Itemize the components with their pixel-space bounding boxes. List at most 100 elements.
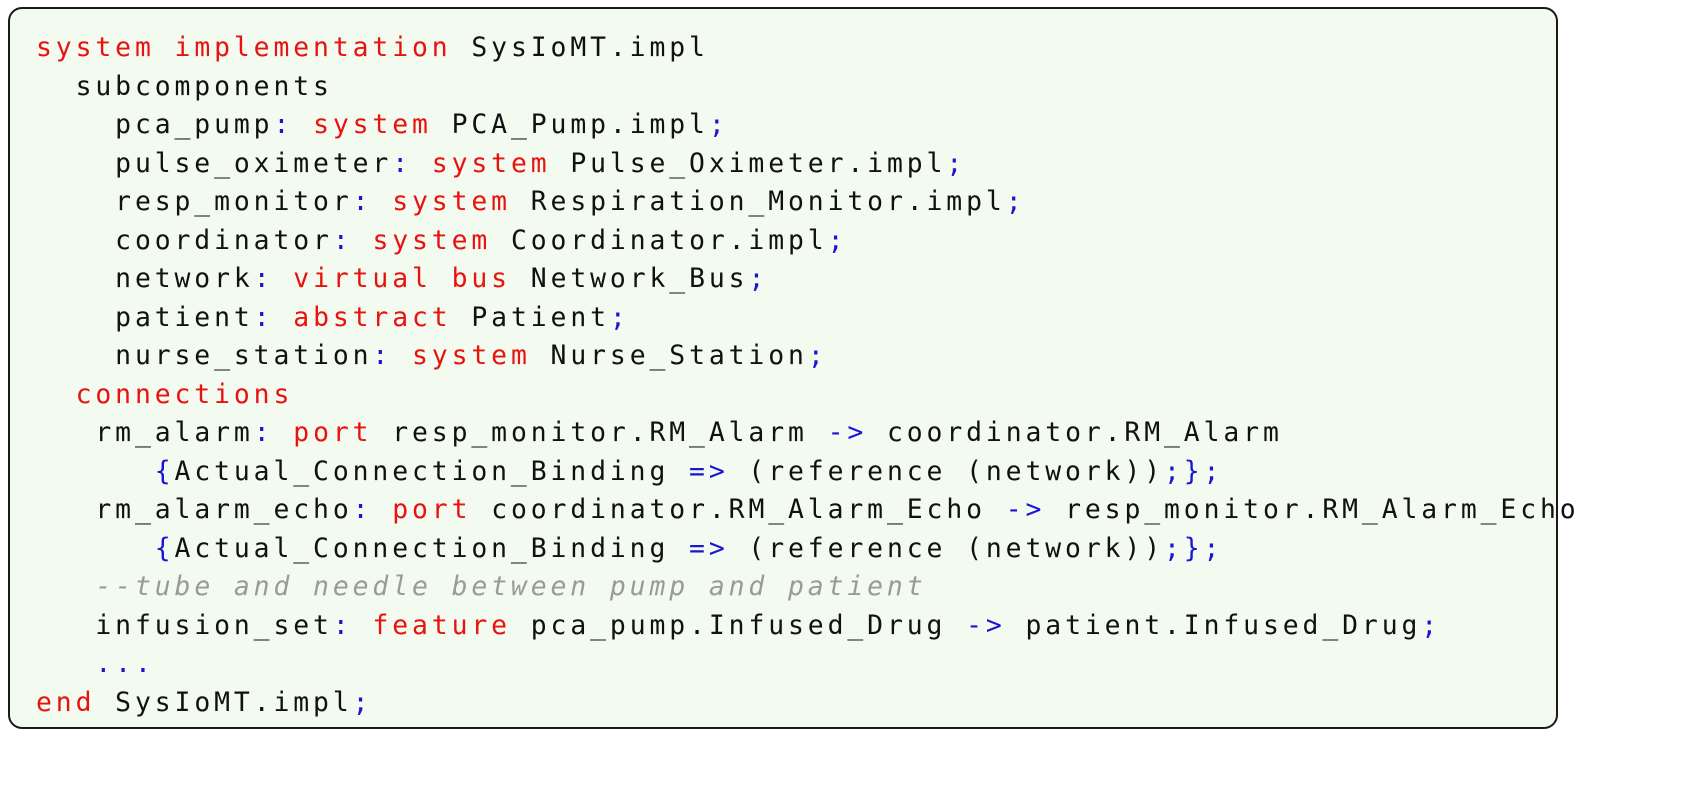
indent [36, 417, 95, 448]
whitespace-token [669, 533, 689, 564]
punctuation-token: ; [1421, 609, 1442, 641]
identifier-token: (reference (network)) [748, 455, 1164, 487]
indent [36, 379, 76, 410]
whitespace-token [353, 225, 373, 256]
indent [36, 71, 76, 102]
code-line: --tube and needle between pump and patie… [36, 568, 1580, 607]
punctuation-token: ;}; [1163, 532, 1224, 564]
whitespace-token [432, 109, 452, 140]
whitespace-token [808, 417, 828, 448]
code-line: coordinator: system Coordinator.impl; [36, 222, 1580, 261]
identifier-token: coordinator.RM_Alarm [886, 417, 1283, 448]
code-line: patient: abstract Patient; [36, 299, 1580, 338]
identifier-token: rm_alarm [95, 417, 254, 448]
identifier-token: coordinator [115, 224, 333, 256]
code-line: end SysIoMT.impl; [36, 684, 1580, 723]
punctuation-token: ;}; [1163, 455, 1224, 487]
punctuation-token: : [332, 609, 353, 641]
whitespace-token [412, 148, 432, 179]
identifier-token: patient [115, 301, 254, 333]
punctuation-token: ; [748, 263, 769, 294]
whitespace-token [729, 456, 749, 487]
indent [36, 148, 115, 179]
whitespace-token [511, 263, 531, 294]
punctuation-token: -> [1005, 494, 1046, 525]
code-line: infusion_set: feature pca_pump.Infused_D… [36, 607, 1580, 646]
code-listing: system implementation SysIoMT.impl subco… [36, 29, 1580, 722]
whitespace-token [471, 494, 491, 525]
whitespace-token [986, 494, 1006, 525]
whitespace-token [1045, 494, 1065, 525]
whitespace-token [669, 456, 689, 487]
code-line: pulse_oximeter: system Pulse_Oximeter.im… [36, 145, 1580, 184]
code-line: nurse_station: system Nurse_Station; [36, 337, 1580, 376]
keyword-token: system [313, 109, 432, 140]
whitespace-token [452, 302, 472, 333]
keyword-token: system [412, 340, 531, 371]
whitespace-token [353, 610, 373, 641]
identifier-token: resp_monitor.RM_Alarm_Echo [1065, 494, 1580, 525]
whitespace-token [273, 417, 293, 448]
keyword-token: end [36, 686, 96, 718]
code-line: {Actual_Connection_Binding => (reference… [36, 453, 1580, 492]
punctuation-token: => [689, 532, 729, 564]
indent [36, 456, 155, 487]
indent [36, 302, 115, 333]
identifier-token: (reference (network)) [748, 532, 1164, 564]
identifier-token: resp_monitor [115, 186, 353, 217]
indent [36, 571, 95, 602]
indent [36, 225, 115, 256]
punctuation-token: ; [1005, 186, 1026, 217]
keyword-token: system [372, 224, 492, 256]
whitespace-token [491, 225, 511, 256]
whitespace-token [452, 32, 472, 63]
whitespace-token [511, 610, 531, 641]
identifier-token: SysIoMT.impl [471, 32, 709, 63]
punctuation-token: ; [946, 147, 967, 179]
whitespace-token [867, 417, 887, 448]
keyword-token: system [392, 186, 511, 217]
identifier-token: nurse_station [115, 340, 373, 371]
identifier-token: network [115, 263, 254, 294]
identifier-token: Actual_Connection_Binding [174, 455, 670, 487]
whitespace-token [372, 494, 392, 525]
whitespace-token [372, 186, 392, 217]
whitespace-token [392, 340, 412, 371]
keyword-token: bus [451, 263, 511, 294]
identifier-token: coordinator.RM_Alarm_Echo [491, 494, 986, 525]
punctuation-token: -> [966, 609, 1006, 641]
identifier-token: pca_pump.Infused_Drug [530, 609, 947, 641]
punctuation-token: => [689, 455, 729, 487]
indent [36, 186, 115, 217]
indent [36, 533, 155, 564]
whitespace-token [511, 186, 531, 217]
keyword-token: feature [372, 609, 511, 641]
whitespace-token [1006, 610, 1026, 641]
code-line: network: virtual bus Network_Bus; [36, 260, 1580, 299]
identifier-token: Coordinator.impl [510, 224, 828, 256]
whitespace-token [729, 533, 749, 564]
identifier-token: subcomponents [75, 70, 333, 102]
punctuation-token: { [154, 455, 175, 487]
identifier-token: pulse_oximeter [115, 147, 393, 179]
keyword-token: port [293, 417, 373, 448]
keyword-token: connections [75, 378, 294, 410]
punctuation-token: ; [352, 686, 373, 718]
identifier-token: Network_Bus [530, 263, 749, 294]
punctuation-token: ; [807, 340, 828, 371]
indent [36, 610, 95, 641]
whitespace-token [273, 263, 293, 294]
code-line: rm_alarm_echo: port coordinator.RM_Alarm… [36, 491, 1580, 530]
code-line: subcomponents [36, 68, 1580, 107]
identifier-token: pca_pump [115, 109, 274, 140]
identifier-token: Patient [471, 301, 610, 333]
punctuation-token: : [392, 147, 412, 179]
punctuation-token: ... [95, 648, 155, 679]
code-listing-box: system implementation SysIoMT.impl subco… [8, 7, 1576, 729]
code-line: system implementation SysIoMT.impl [36, 29, 1580, 68]
identifier-token: Respiration_Monitor.impl [530, 186, 1006, 217]
code-line: resp_monitor: system Respiration_Monitor… [36, 183, 1580, 222]
punctuation-token: : [253, 263, 274, 294]
whitespace-token [155, 32, 175, 63]
whitespace-token [946, 610, 966, 641]
